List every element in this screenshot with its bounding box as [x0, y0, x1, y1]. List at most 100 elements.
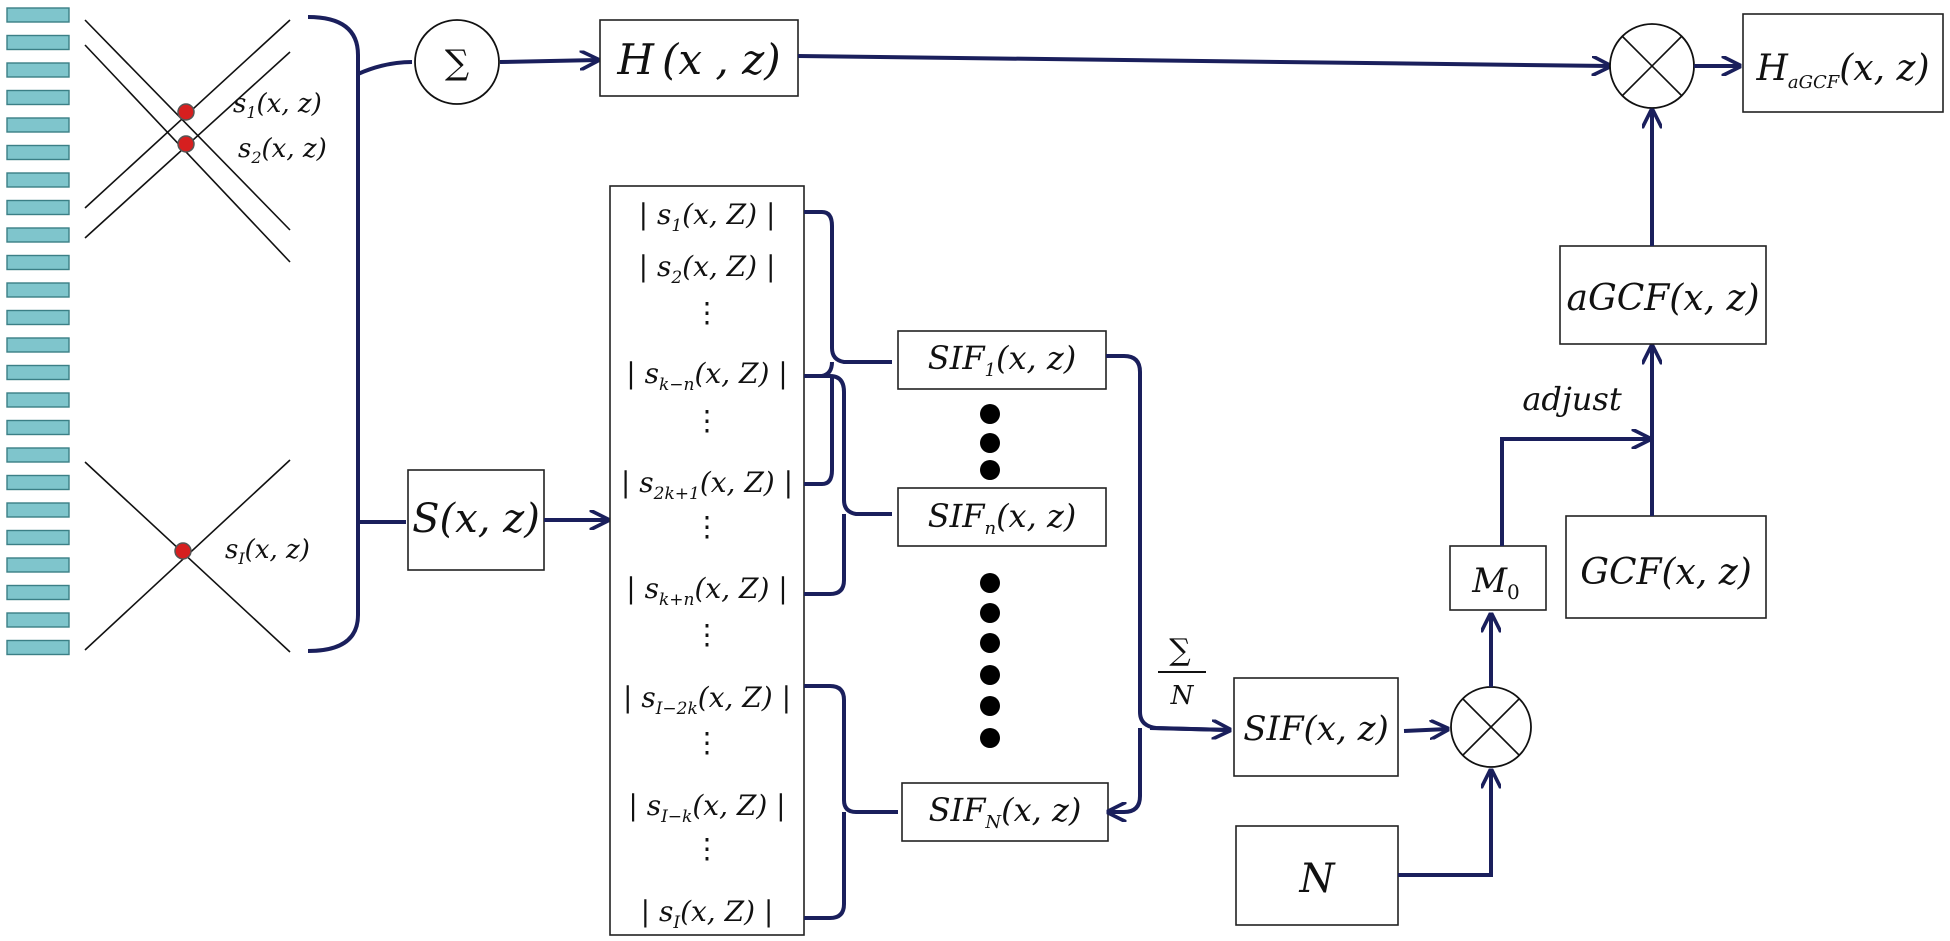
magnitude-item: | s2(x, Z) |: [639, 250, 776, 288]
label-sI: sI(x, z): [225, 535, 310, 568]
array-element: [6, 584, 70, 601]
array-element: [6, 529, 70, 546]
aGCF-label: aGCF(x, z): [1567, 278, 1760, 319]
array-element: [6, 419, 70, 436]
aGCF-box: [1559, 245, 1767, 345]
array-element: [6, 117, 70, 133]
continuation-dots-lower: [980, 573, 1000, 748]
fraction-numerator: ∑: [1169, 633, 1191, 668]
N-box: [1235, 825, 1399, 926]
H-label: H(x , z): [616, 35, 780, 84]
vertical-ellipsis: ⋮: [693, 832, 721, 865]
label-s1: s1(x, z): [233, 89, 322, 122]
HaGCF-label: HaGCF(x, z): [1755, 48, 1929, 93]
wave-line: [84, 44, 291, 263]
array-element: [6, 557, 70, 573]
arrow-H-to-mult: [797, 54, 1610, 66]
bracket-group-N: [804, 684, 898, 920]
vertical-ellipses: ⋮ ⋮ ⋮ ⋮ ⋮ ⋮: [693, 296, 721, 865]
SIF-box: [1233, 677, 1399, 777]
array-element: [6, 612, 70, 628]
M0-box: [1449, 545, 1547, 611]
magnitude-column: [609, 185, 805, 936]
S-label: S(x, z): [412, 496, 540, 542]
magnitude-item: | sk−n(x, Z) |: [626, 357, 787, 395]
magnitude-item: | sk+n(x, Z) |: [626, 572, 787, 610]
H-box: [599, 19, 799, 97]
continuation-dots-upper: [980, 404, 1000, 480]
magnitude-item: | sI(x, Z) |: [641, 895, 774, 933]
continuation-dot: [980, 460, 1000, 480]
array-element: [6, 172, 70, 188]
array-element: [6, 62, 70, 78]
array-element: [6, 34, 70, 51]
array-element: [6, 199, 70, 216]
S-box: [407, 469, 545, 571]
brace-to-sum: [357, 60, 413, 76]
magnitude-item: | sI−k(x, Z) |: [628, 789, 785, 827]
array-element: [6, 639, 70, 656]
collect-brace: [307, 15, 360, 653]
SIF1-label: SIF1(x, z): [928, 339, 1076, 381]
GCF-label: GCF(x, z): [1580, 552, 1752, 593]
magnitude-item: | s2k+1(x, Z) |: [621, 466, 793, 504]
SIFN-label: SIFN(x, z): [929, 791, 1082, 833]
fraction-denominator: N: [1170, 681, 1195, 711]
magnitude-item: | s1(x, Z) |: [639, 198, 776, 236]
array-element: [6, 7, 70, 23]
SIF1-box: [897, 330, 1107, 390]
SIF-label: SIF(x, z): [1243, 709, 1389, 749]
array-element: [6, 309, 70, 326]
scatter-point-I: [174, 542, 192, 560]
vertical-ellipsis: ⋮: [693, 510, 721, 543]
multiply-cross: [1621, 35, 1683, 97]
SIFn-box: [897, 487, 1107, 547]
vertical-ellipsis: ⋮: [693, 296, 721, 329]
scatter-point-1: [177, 103, 195, 121]
magnitude-item: | sI−2k(x, Z) |: [623, 681, 791, 719]
sum-symbol: ∑: [445, 43, 469, 83]
array-element: [6, 254, 70, 271]
scatter-point-2: [177, 135, 195, 153]
continuation-dot: [980, 665, 1000, 685]
array-element: [6, 364, 70, 381]
array-element: [6, 337, 70, 353]
vertical-ellipsis: ⋮: [693, 404, 721, 437]
array-element: [6, 392, 70, 408]
bracket-group-1-lower: [804, 375, 834, 486]
arrow-SIF-to-mult: [1403, 729, 1448, 731]
vertical-ellipsis: ⋮: [693, 618, 721, 651]
array-element: [6, 502, 70, 518]
GCF-box: [1565, 515, 1767, 619]
transducer-array: [6, 7, 70, 656]
array-element: [6, 89, 70, 106]
bracket-group-n: [804, 374, 892, 596]
vertical-ellipsis: ⋮: [693, 726, 721, 759]
continuation-dot: [980, 603, 1000, 623]
array-element: [6, 227, 70, 243]
array-element: [6, 447, 70, 463]
label-s2: s2(x, z): [238, 134, 327, 167]
SIFn-label: SIFn(x, z): [928, 497, 1077, 539]
merge-brace: [1106, 354, 1229, 812]
arrow-sum-to-H: [499, 60, 598, 62]
array-element: [6, 144, 70, 161]
magnitude-list: | s1(x, Z) | | s2(x, Z) | | sk−n(x, Z) | | …: [621, 198, 793, 933]
continuation-dot: [980, 633, 1000, 653]
continuation-dot: [980, 404, 1000, 424]
array-element: [6, 474, 70, 491]
continuation-dot: [980, 573, 1000, 593]
N-label: N: [1299, 856, 1337, 902]
continuation-dot: [980, 696, 1000, 716]
adjust-line: [1500, 439, 1650, 546]
array-element: [6, 282, 70, 298]
bracket-group-1: [804, 210, 892, 378]
continuation-dot: [980, 728, 1000, 748]
HaGCF-box: [1742, 13, 1944, 113]
adjust-label: adjust: [1522, 380, 1622, 418]
M0-label: M0: [1471, 561, 1520, 604]
multiply-cross: [1462, 698, 1520, 756]
continuation-dot: [980, 433, 1000, 453]
wave-line: [84, 19, 291, 231]
